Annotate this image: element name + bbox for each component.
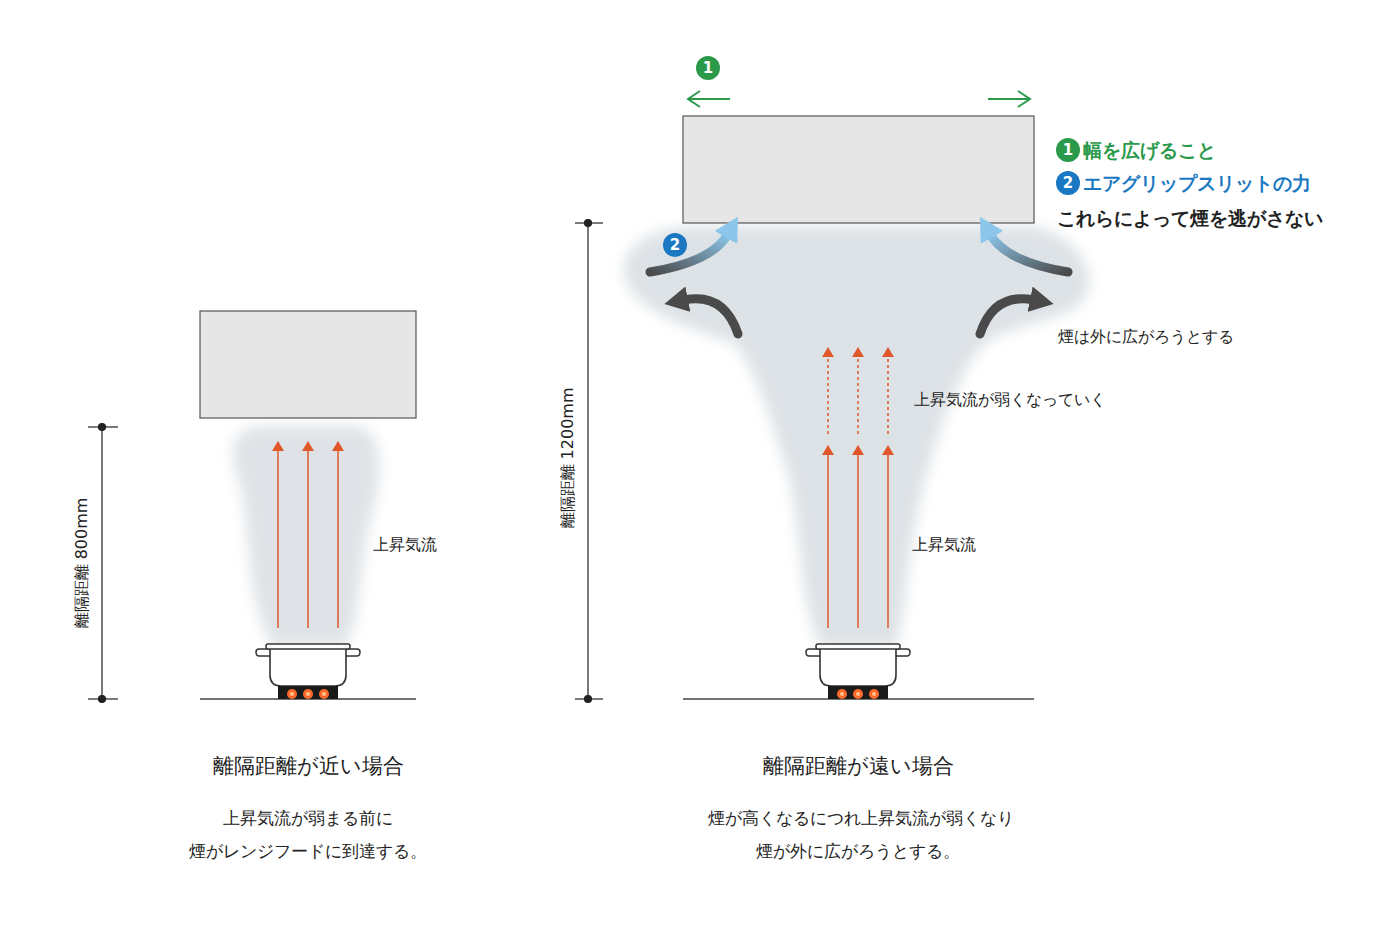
updraft-arrow	[827, 450, 829, 628]
scene-description: 煙が高くなるにつれ上昇気流が弱くなり 煙が外に広がろうとする。	[708, 802, 1008, 868]
smoke-left	[233, 426, 380, 646]
range-hood	[683, 116, 1034, 223]
pot-burner	[256, 644, 360, 699]
airgrip-arrow	[990, 234, 1068, 272]
scene-description: 上昇気流が弱まる前に 煙がレンジフードに到達する。	[158, 802, 458, 868]
spread-arrow	[684, 299, 738, 334]
widen-arrow	[988, 98, 1030, 100]
smoke-right	[624, 226, 1089, 646]
dimension-line	[575, 220, 603, 703]
updraft-arrow	[887, 352, 889, 434]
updraft-arrow	[337, 446, 339, 628]
note-text: これらによって煙を逃がさない	[1057, 207, 1323, 230]
dimension-line	[101, 427, 102, 699]
updraft-arrow	[857, 450, 859, 628]
airgrip-arrow	[650, 234, 1068, 272]
callout-number: 2	[663, 233, 687, 257]
updraft-arrow	[857, 352, 859, 434]
spread-arrow	[980, 299, 1034, 334]
widen-arrow	[1018, 91, 1030, 107]
annotation: 上昇気流	[912, 535, 976, 554]
updraft-arrow	[887, 450, 889, 628]
dimension-line	[585, 220, 592, 227]
note-text: エアグリップスリットの力	[1083, 172, 1311, 195]
dimension-label: 離隔距離 1200mm	[558, 388, 577, 529]
updraft-arrow	[827, 352, 829, 434]
pot-burner	[806, 644, 910, 699]
dimension-label: 離隔距離 800mm	[72, 498, 91, 629]
range-hood	[200, 311, 416, 418]
dimension-line	[587, 223, 588, 699]
widen-arrow	[688, 91, 1030, 107]
dimension-line	[88, 424, 118, 703]
updraft-arrow	[828, 352, 888, 628]
widen-arrow	[688, 98, 730, 100]
annotation: 上昇気流	[373, 535, 437, 554]
spread-arrow	[684, 299, 1034, 334]
widen-arrow	[688, 91, 700, 107]
scene-caption: 離隔距離が遠い場合	[763, 754, 954, 779]
scene-caption: 離隔距離が近い場合	[213, 754, 404, 779]
callout-number: 1	[696, 56, 720, 80]
updraft-arrow	[278, 446, 338, 628]
airgrip-arrow	[650, 234, 728, 272]
dimension-line	[585, 696, 592, 703]
dimension-line	[99, 696, 106, 703]
annotation: 上昇気流が弱くなっていく	[914, 390, 1106, 409]
annotation: 煙は外に広がろうとする	[1058, 327, 1234, 346]
dimension-line	[99, 424, 106, 431]
pot-burner	[256, 644, 360, 699]
smoke-right	[624, 226, 1089, 646]
range-hood	[200, 311, 416, 418]
range-hood	[683, 116, 1034, 223]
smoke-left	[233, 426, 380, 646]
pot-burner	[806, 644, 910, 699]
note-text: 幅を広げること	[1083, 139, 1216, 162]
updraft-arrow	[307, 446, 309, 628]
callout-number: 2	[1056, 171, 1080, 195]
callout-number: 1	[1056, 138, 1080, 162]
updraft-arrow	[277, 446, 279, 628]
